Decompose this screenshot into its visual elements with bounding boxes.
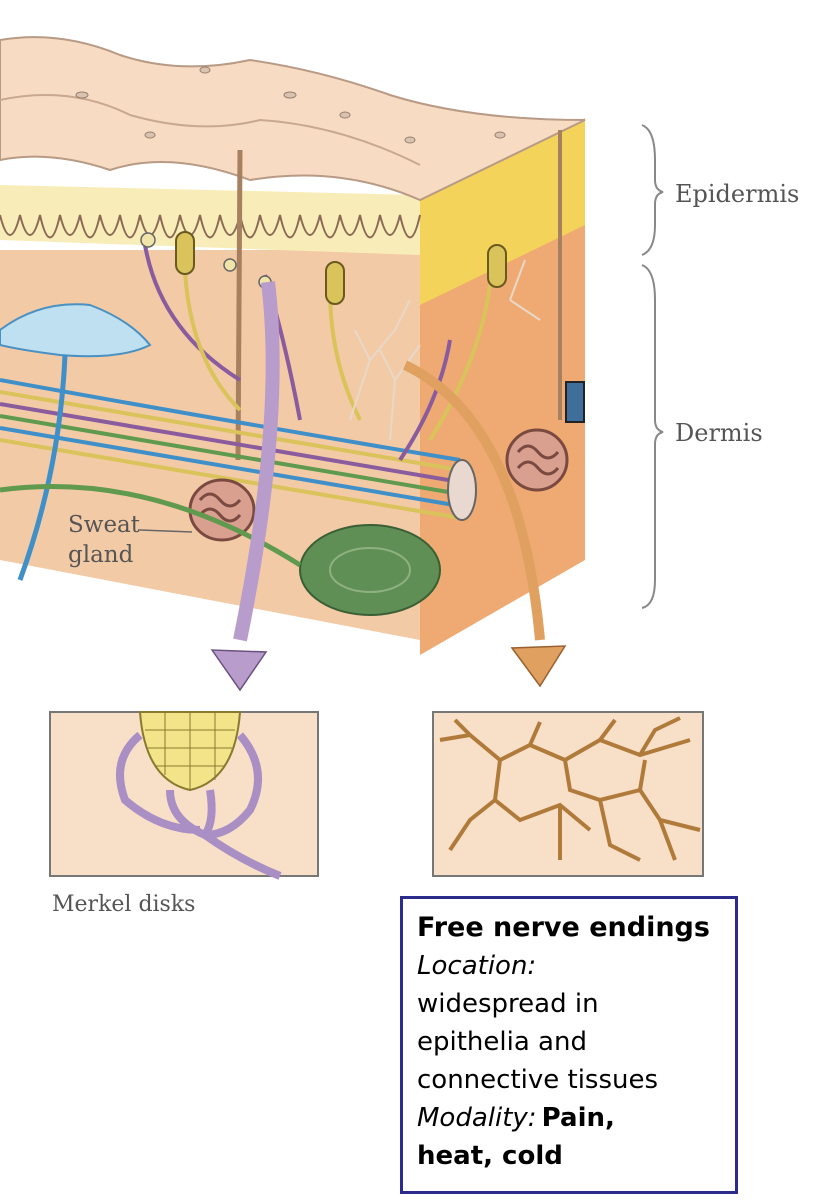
free-nerve-endings-info-box: Free nerve endings Location: widespread …: [400, 896, 738, 1194]
surface-pores: [75, 66, 506, 144]
location-label: Location:: [417, 951, 537, 981]
modality-label: Modality:: [417, 1103, 537, 1133]
sweat-gland-leader: [139, 529, 193, 533]
blue-receptor-web: [0, 303, 152, 358]
merkel-arrow: [233, 281, 280, 642]
blue-nerve-descending: [17, 354, 68, 581]
free-nerve-branches: [439, 716, 701, 862]
sweat-gland: [188, 478, 256, 542]
merkel-arrow-head: [210, 649, 268, 692]
skin-surface: [0, 36, 586, 202]
sweat-gland-label-1: Sweat: [68, 512, 141, 538]
location-line-2: epithelia and: [417, 1027, 587, 1057]
hair-shaft: [235, 149, 243, 461]
surface-ridge: [0, 94, 421, 166]
pacinian-core: [329, 547, 411, 593]
pacinian-corpuscle: [299, 524, 441, 616]
location-line-1: widespread in: [417, 989, 599, 1019]
nerve-bundle-end: [447, 459, 477, 521]
modality-value-2: heat, cold: [417, 1141, 563, 1171]
epidermis-front-face: [0, 185, 420, 255]
location-line-3: connective tissues: [417, 1065, 659, 1095]
merkel-cell-grid: [145, 712, 235, 790]
cut-nerve-section: [565, 381, 585, 423]
info-box-title: Free nerve endings: [417, 912, 710, 943]
dermis-label: Dermis: [675, 419, 763, 447]
epidermis-side-face: [420, 118, 585, 305]
merkel-nerve-branches: [116, 731, 282, 880]
dermis-bracket: [641, 264, 664, 609]
meissner-corpuscles: [175, 231, 507, 305]
merkel-disks-label: Merkel disks: [52, 892, 195, 917]
papillae-line: [0, 214, 421, 239]
epidermis-bracket: [641, 124, 664, 256]
free-nerve-arrow-head: [510, 645, 567, 688]
epidermis-label: Epidermis: [675, 180, 799, 208]
modality-value-1: Pain,: [541, 1103, 615, 1133]
sweat-gland: [505, 428, 569, 492]
dermal-free-endings: [349, 259, 541, 441]
free-nerve-arrow: [402, 360, 545, 641]
sweat-gland-label-2: gland: [68, 542, 134, 568]
